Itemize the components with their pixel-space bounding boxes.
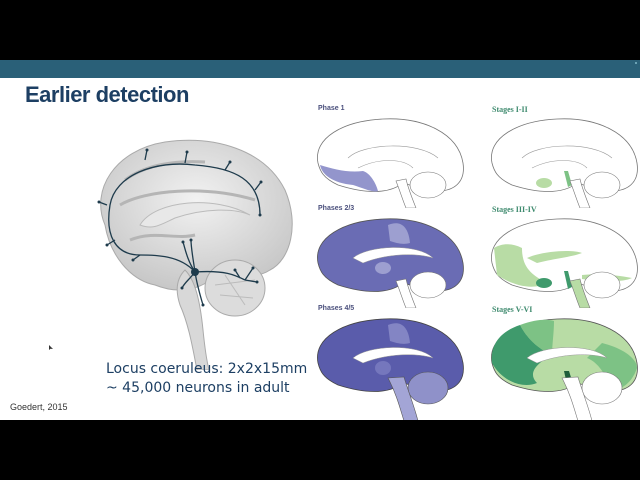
brain-diagram-stages-1-2 [491,118,638,208]
brain-diagram-phases-4-5 [317,318,464,420]
brain-diagram-stages-5-6 [491,318,638,420]
panel-label: Stages V-VI [492,305,533,314]
indicator-dot [635,62,637,64]
panel-phases-4-5: Phases 4/5 [308,305,464,420]
header-band [0,60,640,78]
panel-stages-3-4: Stages III-IV [482,205,638,308]
panel-label: Stages III-IV [492,205,537,214]
panel-label: Phase 1 [318,105,345,112]
panel-label: Phases 2/3 [318,205,355,212]
caption-line-2: ~ 45,000 neurons in adult [106,380,290,396]
panel-stages-1-2: Stages I-II [482,105,638,208]
locus-coeruleus-caption: Locus coeruleus: 2x2x15mm ~ 45,000 neuro… [106,360,307,398]
panel-phases-2-3: Phases 2/3 [308,205,464,308]
brain-diagram-phase-1 [317,118,464,208]
slide-title: Earlier detection [25,82,189,107]
panel-phase-1: Phase 1 [308,105,464,208]
mouse-cursor-icon [49,345,53,350]
brain-diagram-phases-2-3 [317,218,464,308]
locus-coeruleus-brain-illustration [97,139,293,370]
caption-line-1: Locus coeruleus: 2x2x15mm [106,361,308,377]
presentation-slide: Earlier detection [0,60,640,420]
panel-label: Stages I-II [492,105,528,114]
panel-label: Phases 4/5 [318,305,355,312]
citation: Goedert, 2015 [10,402,68,412]
panel-stages-5-6: Stages V-VI [482,305,638,420]
brain-diagram-stages-3-4 [491,218,638,308]
